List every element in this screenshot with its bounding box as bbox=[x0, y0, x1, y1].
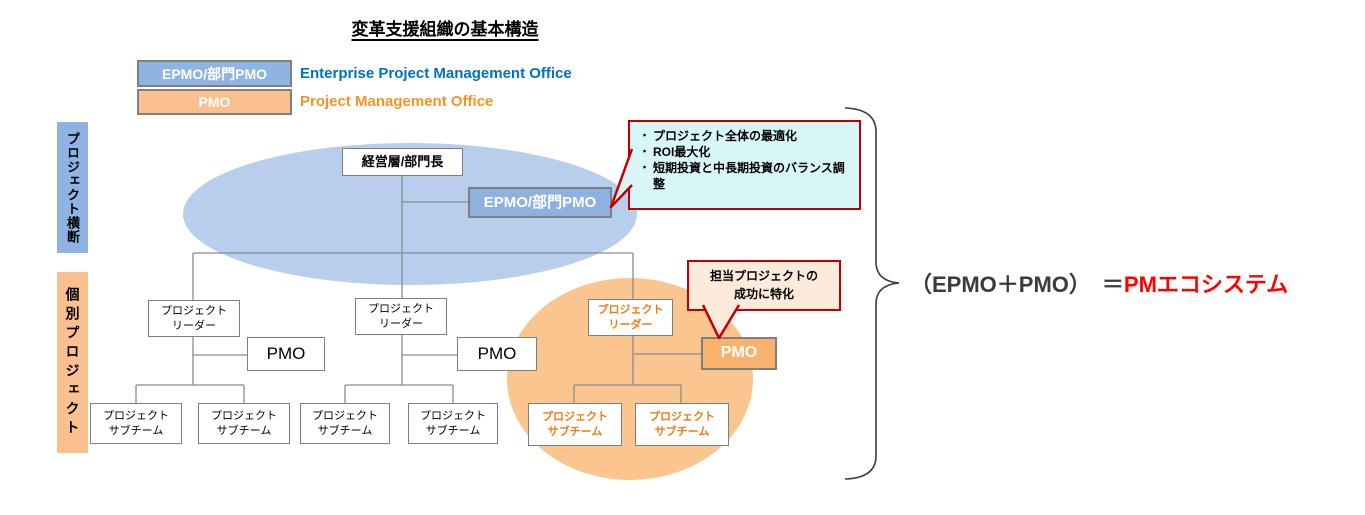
project-leader-box-3: プロジェクト リーダー bbox=[588, 299, 673, 336]
epmo-role-callout: ・ プロジェクト全体の最適化 ・ ROI最大化 ・ 短期投資と中長期投資のバラン… bbox=[628, 120, 861, 210]
subteam-box-1: プロジェクト サブチーム bbox=[90, 403, 182, 444]
equation-red-part: PMエコシステム bbox=[1123, 272, 1289, 297]
epmo-role-bullet-3: ・ 短期投資と中長期投資のバランス調整 bbox=[636, 161, 853, 193]
project-leader-box-1: プロジェクト リーダー bbox=[148, 300, 240, 337]
legend-pmo-description: Project Management Office bbox=[300, 93, 494, 110]
pmo-box-3-highlighted: PMO bbox=[701, 337, 777, 370]
sidebar-cross-project-label: プロジェクト横断 bbox=[57, 122, 88, 253]
subteam-box-4: プロジェクト サブチーム bbox=[408, 403, 498, 444]
bullet-icon: ・ bbox=[639, 131, 650, 142]
legend-epmo-description: Enterprise Project Management Office bbox=[300, 65, 572, 82]
epmo-role-bullet-1: ・ プロジェクト全体の最適化 bbox=[636, 129, 853, 145]
bullet-icon: ・ bbox=[639, 146, 650, 158]
legend-epmo-chip: EPMO/部門PMO bbox=[137, 60, 292, 87]
pmo-box-1: PMO bbox=[247, 337, 325, 371]
executive-box: 経営層/部門長 bbox=[342, 148, 463, 176]
pmo-box-2: PMO bbox=[457, 337, 537, 371]
subteam-box-6: プロジェクト サブチーム bbox=[635, 403, 729, 446]
legend-pmo-chip: PMO bbox=[137, 89, 292, 115]
subteam-box-2: プロジェクト サブチーム bbox=[198, 403, 290, 444]
pmo-role-callout: 担当プロジェクトの 成功に特化 bbox=[687, 260, 841, 311]
epmo-box: EPMO/部門PMO bbox=[468, 187, 612, 218]
epmo-role-bullet-2: ・ ROI最大化 bbox=[636, 145, 853, 161]
sidebar-individual-project-label: 個別プロジェクト bbox=[57, 272, 88, 453]
ecosystem-equation: （EPMO＋PMO） ＝PMエコシステム bbox=[910, 262, 1288, 304]
bullet-icon: ・ bbox=[639, 162, 650, 174]
page-title: 変革支援組織の基本構造 bbox=[351, 20, 539, 39]
project-leader-box-2: プロジェクト リーダー bbox=[355, 298, 447, 335]
subteam-box-3: プロジェクト サブチーム bbox=[300, 403, 390, 444]
subteam-box-5: プロジェクト サブチーム bbox=[528, 403, 622, 446]
equation-left-part: （EPMO＋PMO） ＝ bbox=[910, 272, 1124, 297]
